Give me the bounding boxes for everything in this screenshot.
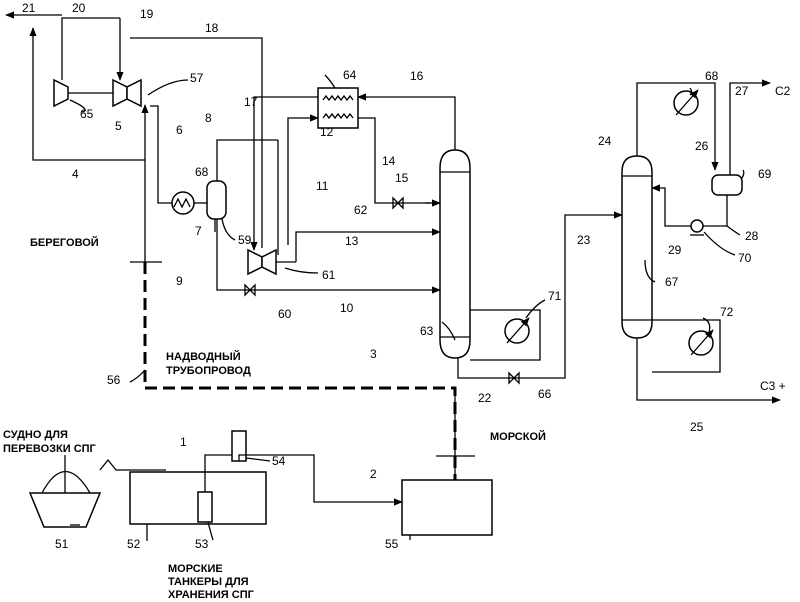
ref-66: 66 — [538, 387, 552, 401]
reboiler-71 — [505, 318, 529, 343]
ref-24: 24 — [598, 134, 612, 148]
ref-60: 60 — [278, 307, 292, 321]
ref-6: 6 — [176, 123, 183, 137]
label-offshore: МОРСКОЙ — [490, 430, 546, 443]
ref-7: 7 — [195, 224, 202, 238]
ref-21: 21 — [22, 1, 36, 15]
ref-27: 27 — [735, 84, 749, 98]
ref-5: 5 — [115, 119, 122, 133]
ref-22: 22 — [478, 391, 492, 405]
ref-26: 26 — [695, 139, 709, 153]
label-tankers-3: ХРАНЕНИЯ СПГ — [168, 589, 255, 601]
ref-64: 64 — [343, 68, 357, 82]
ref-11: 11 — [316, 179, 329, 193]
ref-18: 18 — [205, 21, 219, 35]
ref-1: 1 — [180, 435, 187, 449]
reflux-drum-69 — [712, 175, 742, 195]
tank-53 — [198, 492, 212, 522]
label-pipeline-2: ТРУБОПРОВОД — [166, 365, 251, 377]
distillation-column-63 — [440, 150, 470, 358]
label-pipeline-1: НАДВОДНЫЙ — [166, 350, 241, 363]
label-product-c3: C3 + — [760, 379, 786, 393]
ref-68a: 68 — [195, 165, 209, 179]
ref-4: 4 — [72, 167, 79, 181]
ref-3: 3 — [370, 347, 377, 361]
lng-ship-51 — [30, 455, 124, 527]
label-tankers-2: ТАНКЕРЫ ДЛЯ — [168, 576, 249, 588]
ref-54: 54 — [272, 454, 286, 468]
ref-20: 20 — [72, 1, 86, 15]
expander-compressor-61 — [248, 250, 296, 274]
ref-25: 25 — [690, 420, 704, 434]
ref-71: 71 — [548, 289, 562, 303]
ref-28: 28 — [745, 229, 759, 243]
heat-exchanger-64 — [318, 88, 358, 128]
ref-59: 59 — [238, 233, 252, 247]
ref-10: 10 — [340, 301, 354, 315]
label-ship-1: СУДНО ДЛЯ — [3, 429, 68, 441]
ref-65: 65 — [80, 107, 94, 121]
heater-68-left — [172, 192, 194, 214]
ref-69: 69 — [758, 167, 772, 181]
label-product-c2: C2 — [775, 84, 791, 98]
ref-56: 56 — [107, 373, 121, 387]
label-tankers-1: МОРСКИЕ — [168, 563, 223, 575]
ref-51: 51 — [55, 537, 69, 551]
ref-72: 72 — [720, 305, 734, 319]
ref-14: 14 — [382, 154, 396, 168]
ref-61: 61 — [322, 268, 336, 282]
ref-52: 52 — [127, 537, 141, 551]
ref-13: 13 — [345, 234, 359, 248]
ref-57: 57 — [190, 71, 204, 85]
ref-19: 19 — [140, 7, 154, 21]
ref-68b: 68 — [705, 69, 719, 83]
ref-62: 62 — [354, 203, 368, 217]
ref-16: 16 — [410, 69, 424, 83]
ref-55: 55 — [385, 537, 399, 551]
compressor-65 — [54, 80, 68, 106]
ref-23: 23 — [577, 233, 591, 247]
ref-8: 8 — [205, 111, 212, 125]
ref-9: 9 — [176, 274, 183, 288]
ref-70: 70 — [738, 251, 752, 265]
condenser-68-right — [674, 90, 698, 115]
pump-70 — [690, 220, 704, 235]
separator-7 — [207, 181, 226, 219]
ref-12: 12 — [320, 125, 334, 139]
ref-53: 53 — [195, 537, 209, 551]
label-ship-2: ПЕРЕВОЗКИ СПГ — [3, 443, 97, 455]
ref-63: 63 — [420, 324, 434, 338]
label-shore: БЕРЕГОВОЙ — [30, 236, 99, 249]
reboiler-72 — [689, 330, 713, 355]
offshore-unit-55 — [402, 480, 492, 535]
distillation-column-67 — [622, 156, 652, 338]
ref-29: 29 — [668, 243, 682, 257]
ref-67: 67 — [665, 275, 679, 289]
ref-15: 15 — [395, 171, 409, 185]
ref-17: 17 — [244, 95, 258, 109]
ref-2: 2 — [370, 467, 377, 481]
expander-compressor-57 — [68, 80, 141, 106]
